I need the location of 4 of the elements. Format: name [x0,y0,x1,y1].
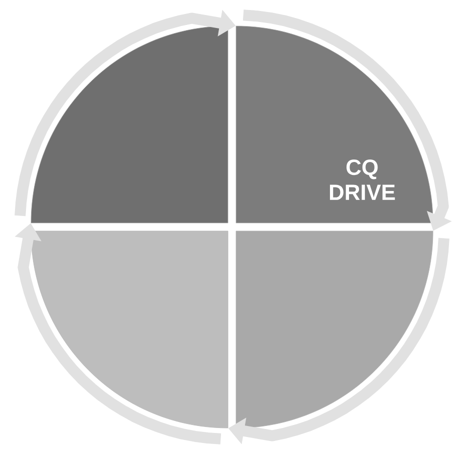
quadrant [236,230,434,428]
quadrant [30,26,228,224]
quadrant-box: CQ DRIVE [236,26,434,224]
quadrant [30,230,228,428]
